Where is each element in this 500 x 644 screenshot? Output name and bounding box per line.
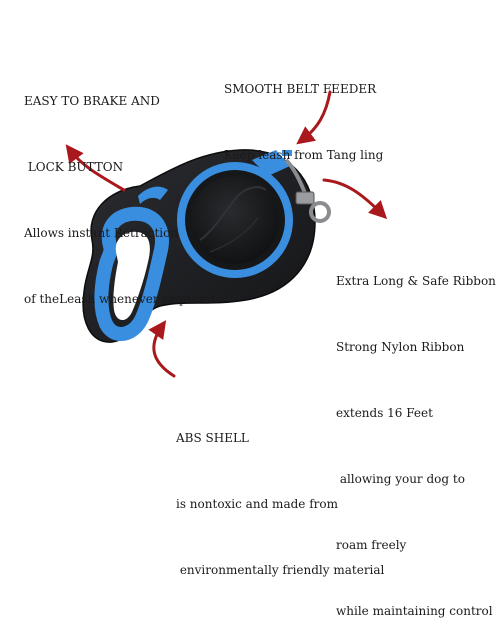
callout-ribbon-line-1: Extra Long & Safe Ribbon (336, 274, 496, 288)
metal-clip (284, 158, 331, 223)
callout-brake-line-4: of theLeash whenever required (24, 292, 216, 306)
belt-feeder (252, 150, 290, 176)
callout-belt-feeder: SMOOTH BELT FEEDER Keep leash from Tang … (224, 34, 383, 188)
arrow-ribbon (322, 178, 388, 220)
callout-shell-line-1: ABS SHELL (176, 431, 249, 445)
brake-button (138, 186, 168, 204)
arrow-belt (296, 90, 332, 145)
dial-face (191, 176, 279, 264)
callout-brake-lock: EASY TO BRAKE AND LOCK BUTTON Allows ins… (24, 46, 215, 332)
callout-ribbon-line-3: extends 16 Feet (336, 406, 433, 420)
callout-brake-line-1: EASY TO BRAKE AND (24, 94, 160, 108)
arrow-brake (65, 144, 126, 192)
callout-abs-shell: ABS SHELL is nontoxic and made from envi… (176, 383, 384, 603)
callout-arrows (65, 90, 388, 378)
product-illustration (65, 90, 388, 378)
leash-body (82, 149, 331, 343)
handle-grip (94, 206, 169, 341)
callout-ribbon-line-6: while maintaining control (336, 604, 493, 618)
callout-shell-line-3: environmentally friendly material (176, 563, 385, 577)
callout-brake-line-3: Allows instant Retraction (24, 226, 179, 240)
callout-brake-line-2: LOCK BUTTON (24, 160, 124, 174)
callout-belt-line-1: SMOOTH BELT FEEDER (224, 82, 377, 96)
callout-ribbon-line-4: allowing your dog to (336, 472, 465, 486)
arrow-shell (148, 320, 176, 378)
callout-ribbon-line-2: Strong Nylon Ribbon (336, 340, 465, 354)
callout-belt-line-2: Keep leash from Tang ling (224, 148, 384, 162)
callout-shell-line-2: is nontoxic and made from (176, 497, 338, 511)
